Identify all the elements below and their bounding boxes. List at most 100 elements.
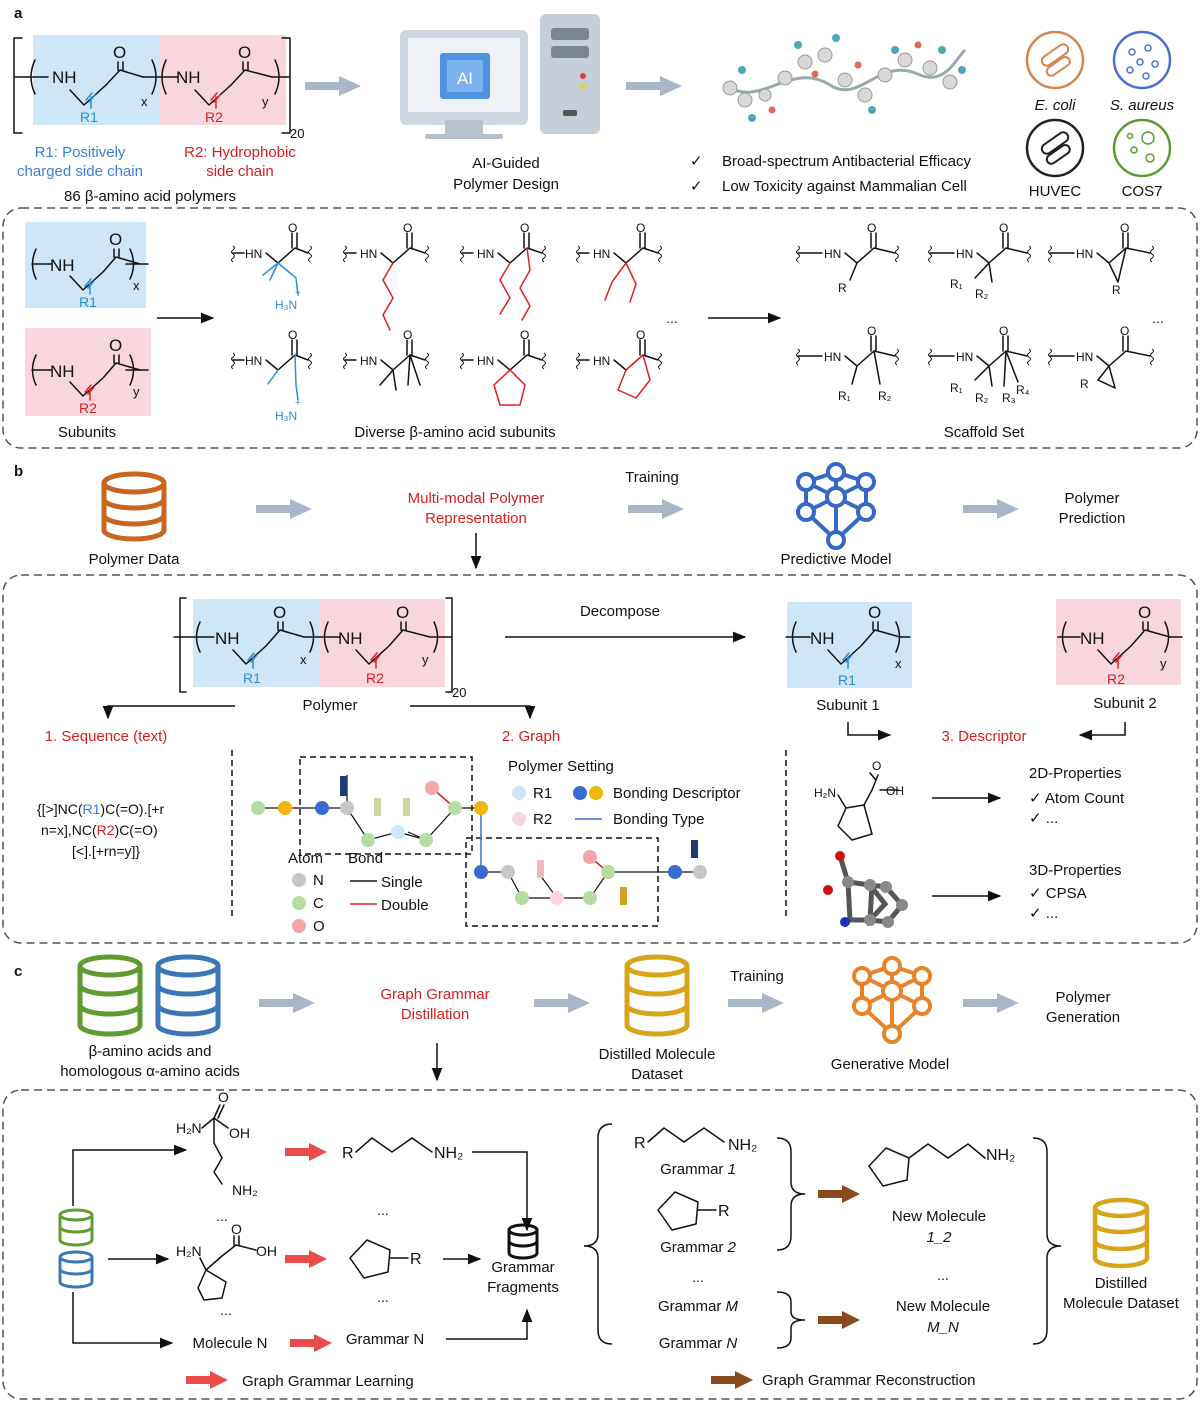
check-1: ✓ bbox=[690, 153, 703, 170]
legend-reconstruction: Graph Grammar Reconstruction bbox=[762, 1372, 975, 1389]
polymer-graph bbox=[251, 756, 707, 927]
sequence-label: 1. Sequence (text) bbox=[45, 728, 168, 745]
arrow-icon bbox=[72, 1292, 174, 1349]
svg-text:R₂: R₂ bbox=[878, 389, 892, 403]
y-sub: y bbox=[262, 94, 269, 109]
grammar-fragment-1: R NH₂ bbox=[342, 1137, 463, 1162]
brace bbox=[1032, 1137, 1062, 1345]
graph-label: 2. Graph bbox=[502, 728, 560, 745]
svg-text:NH₂: NH₂ bbox=[434, 1145, 463, 1162]
prop-cpsa: ✓ CPSA bbox=[1029, 885, 1087, 902]
svg-text:20: 20 bbox=[452, 685, 466, 700]
legend-learning: Graph Grammar Learning bbox=[242, 1373, 414, 1390]
svg-text:R: R bbox=[342, 1145, 354, 1162]
svg-text:O: O bbox=[867, 324, 876, 338]
ai-caption-1: AI-Guided bbox=[472, 155, 540, 172]
grammar-m-label: Grammar M bbox=[658, 1298, 739, 1315]
brace bbox=[583, 1123, 613, 1345]
new-molecule-structure: NH₂ bbox=[868, 1143, 1015, 1187]
atom-o: O bbox=[313, 918, 325, 935]
svg-text:R2: R2 bbox=[1107, 671, 1125, 687]
svg-text:R: R bbox=[838, 281, 847, 295]
svg-text:NH: NH bbox=[338, 629, 363, 648]
svg-text:O: O bbox=[403, 221, 412, 235]
r2-label: R2 bbox=[205, 109, 223, 125]
svg-text:...: ... bbox=[937, 1267, 949, 1283]
svg-text:R: R bbox=[634, 1135, 646, 1152]
r2-description-2: side chain bbox=[206, 163, 274, 180]
o-label-2: O bbox=[238, 43, 251, 62]
svg-text:HN: HN bbox=[593, 354, 610, 368]
subunits-label: Subunits bbox=[58, 424, 116, 441]
svg-text:...: ... bbox=[220, 1302, 232, 1318]
legend-r1: R1 bbox=[533, 785, 552, 802]
atom-c: C bbox=[313, 895, 324, 912]
prop-3d-more: ✓ ... bbox=[1029, 905, 1058, 922]
database-icon-black bbox=[507, 1223, 539, 1260]
decompose-label: Decompose bbox=[580, 603, 660, 620]
legend-r2-dot bbox=[512, 812, 526, 826]
prop-3d-label: 3D-Properties bbox=[1029, 862, 1122, 879]
bond-single: Single bbox=[381, 874, 423, 891]
arrow-icon bbox=[305, 76, 361, 96]
cell-huvec: HUVEC bbox=[1029, 183, 1082, 200]
svg-text:y: y bbox=[422, 652, 429, 667]
red-arrow-icon bbox=[285, 1143, 327, 1161]
svg-text:OH: OH bbox=[229, 1125, 250, 1141]
prop-2d-label: 2D-Properties bbox=[1029, 765, 1122, 782]
svg-text:R₁: R₁ bbox=[950, 381, 963, 395]
svg-text:O: O bbox=[999, 221, 1008, 235]
ai-computer-icon: AI bbox=[400, 14, 600, 139]
brown-arrow-icon bbox=[711, 1371, 753, 1389]
scaffold-set: HN O R HN O R₁ R₂ HN O R ... HN O R₁ R₂ … bbox=[796, 221, 1164, 405]
source-label-1: β-amino acids and bbox=[89, 1043, 212, 1060]
svg-text:R₂: R₂ bbox=[975, 391, 989, 405]
legend-bd-dot-blue bbox=[573, 786, 587, 800]
svg-text:HN: HN bbox=[360, 247, 377, 261]
svg-text:O: O bbox=[868, 603, 881, 622]
svg-text:O: O bbox=[231, 1221, 242, 1237]
arrow-icon bbox=[728, 993, 784, 1013]
new-molecule-1-label: New Molecule bbox=[892, 1208, 986, 1225]
grammar-2-label: Grammar 2 bbox=[660, 1239, 737, 1256]
svg-text:...: ... bbox=[216, 1208, 228, 1224]
grammar-1-label: Grammar 1 bbox=[660, 1161, 736, 1178]
cell-ecoli: E. coli bbox=[1035, 97, 1077, 114]
svg-text:HN: HN bbox=[956, 350, 973, 364]
svg-text:O: O bbox=[218, 1089, 229, 1105]
grammar-fragment-2: R bbox=[349, 1239, 422, 1279]
svg-text:...: ... bbox=[377, 1202, 389, 1218]
arrow-icon bbox=[534, 993, 590, 1013]
svg-text:H₂N: H₂N bbox=[176, 1243, 202, 1259]
svg-text:x: x bbox=[895, 656, 902, 671]
svg-text:HN: HN bbox=[245, 247, 262, 261]
dmd-label-1: Distilled Molecule bbox=[599, 1046, 716, 1063]
database-icon-gold-small bbox=[1092, 1197, 1150, 1269]
polymer-setting-label: Polymer Setting bbox=[508, 758, 614, 775]
panel-b-dashed-box bbox=[2, 574, 1198, 944]
check-text-1: Broad-spectrum Antibacterial Efficacy bbox=[722, 153, 972, 170]
svg-text:O: O bbox=[109, 336, 122, 355]
svg-text:O: O bbox=[288, 221, 297, 235]
panel-a-dashed-box bbox=[2, 207, 1198, 449]
multimodal-label-1: Multi-modal Polymer bbox=[408, 490, 545, 507]
arrow-icon bbox=[626, 76, 682, 96]
svg-text:HN: HN bbox=[824, 350, 841, 364]
grammar-fragments-1: Grammar bbox=[491, 1259, 554, 1276]
svg-text:...: ... bbox=[692, 1269, 704, 1285]
new-molecule-2-id: M_N bbox=[927, 1319, 959, 1336]
svg-text:OH: OH bbox=[256, 1243, 277, 1259]
polymer-structure-b: O NH R1 O x NH R2 O y 20 bbox=[173, 597, 466, 700]
red-arrow-icon bbox=[290, 1334, 332, 1352]
predictive-model-label: Predictive Model bbox=[781, 551, 892, 568]
svg-text:R: R bbox=[718, 1203, 730, 1220]
molecule-2: H₂N O OH bbox=[176, 1221, 277, 1301]
cell-saureus: S. aureus bbox=[1110, 97, 1175, 114]
legend-bd-dot-yellow bbox=[589, 786, 603, 800]
bond-double: Double bbox=[381, 897, 429, 914]
nh-label: NH bbox=[52, 68, 77, 87]
arrow-icon bbox=[256, 499, 312, 519]
svg-text:R1: R1 bbox=[838, 672, 856, 688]
svg-text:NH: NH bbox=[1080, 629, 1105, 648]
arrow-icon bbox=[410, 705, 536, 720]
